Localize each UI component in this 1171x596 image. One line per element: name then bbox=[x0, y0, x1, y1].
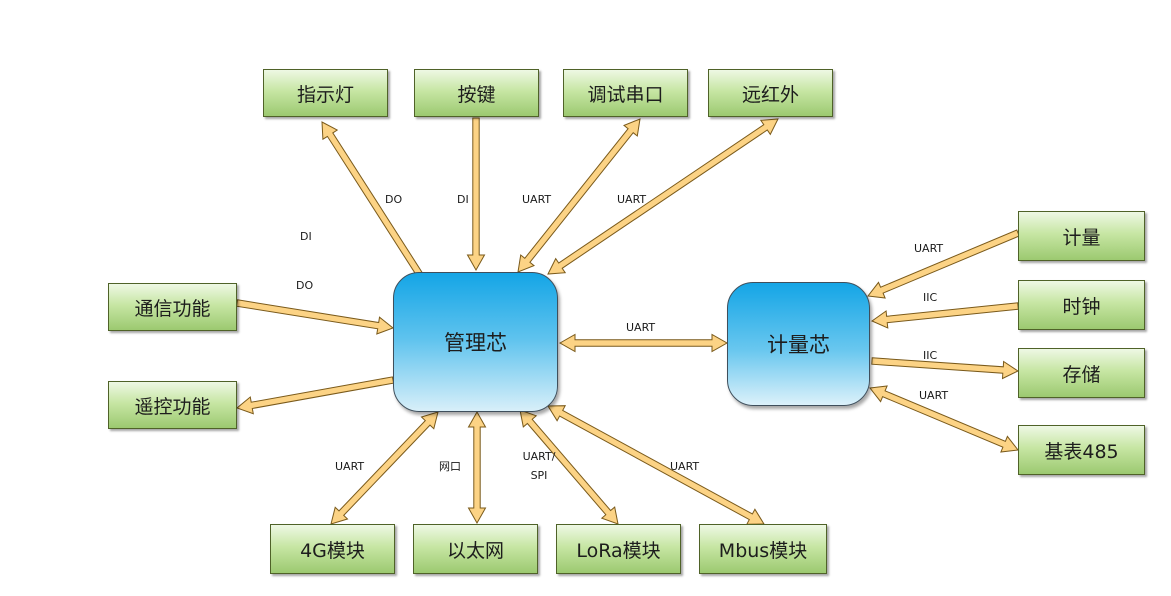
mbus-uart-label: UART bbox=[670, 460, 700, 473]
ethernet-box: 以太网 bbox=[413, 524, 538, 574]
clock-box: 时钟 bbox=[1018, 280, 1145, 330]
comm-di-label: DI bbox=[300, 230, 312, 243]
ethernet-port-label: 网口 bbox=[439, 460, 461, 473]
arrow-far-infrared bbox=[547, 118, 779, 275]
far-infrared-box: 远红外 bbox=[708, 69, 833, 117]
remote-control-box: 遥控功能 bbox=[108, 381, 237, 429]
debug-serial-box: 调试串口 bbox=[563, 69, 688, 117]
arrow-lora bbox=[519, 409, 619, 525]
4g-module-box: 4G模块 bbox=[270, 524, 395, 574]
arrow-clock bbox=[870, 302, 1019, 329]
lora-module-box: LoRa模块 bbox=[556, 524, 681, 574]
mbus-module-box: Mbus模块 bbox=[699, 524, 827, 574]
metering-uart-label: UART bbox=[914, 242, 944, 255]
key-box: 按键 bbox=[414, 69, 539, 117]
debug-uart-label: UART bbox=[522, 193, 552, 206]
arrow-debug-serial bbox=[517, 118, 641, 273]
base-485-box: 基表485 bbox=[1018, 425, 1145, 475]
chip-link-uart-label: UART bbox=[626, 321, 656, 334]
arrow-ethernet bbox=[467, 410, 487, 525]
arrow-key bbox=[466, 117, 486, 272]
lora-uart-label: UART/ bbox=[522, 450, 556, 463]
arrow-mbus bbox=[547, 405, 765, 525]
metering-box: 计量 bbox=[1018, 211, 1145, 261]
lora-spi-label: SPI bbox=[530, 469, 548, 482]
management-chip: 管理芯 bbox=[393, 272, 558, 412]
arrow-storage bbox=[871, 357, 1020, 380]
key-di-label: DI bbox=[457, 193, 469, 206]
storage-box: 存储 bbox=[1018, 348, 1145, 398]
arrow-chip-link bbox=[558, 333, 729, 353]
metering-chip: 计量芯 bbox=[727, 282, 870, 406]
infrared-uart-label: UART bbox=[617, 193, 647, 206]
communication-box: 通信功能 bbox=[108, 283, 237, 331]
arrow-remote-control bbox=[235, 376, 395, 415]
4g-uart-label: UART bbox=[335, 460, 365, 473]
arrow-indicator bbox=[321, 121, 424, 278]
arrow-metering bbox=[867, 229, 1020, 299]
storage-iic-label: IIC bbox=[923, 349, 938, 362]
arrow-communication bbox=[235, 299, 395, 335]
comm-do-label: DO bbox=[296, 279, 314, 292]
indicator-do-label: DO bbox=[385, 193, 403, 206]
clock-iic-label: IIC bbox=[923, 291, 938, 304]
base485-uart-label: UART bbox=[919, 389, 949, 402]
indicator-light-box: 指示灯 bbox=[263, 69, 388, 117]
